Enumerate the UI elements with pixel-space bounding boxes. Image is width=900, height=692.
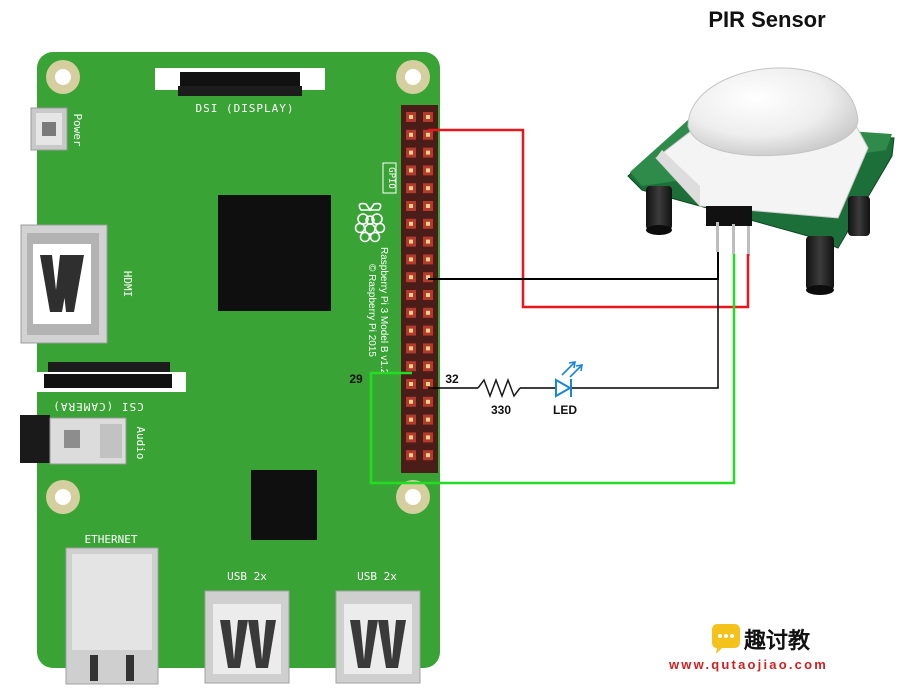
gpio-pin-contact [426,310,430,315]
gpio-pin-contact [409,275,413,280]
chat-bubble-icon [712,624,740,654]
dsi-label: DSI (DISPLAY) [195,102,294,115]
power-connector [30,107,68,151]
gpio-pin-contact [409,328,413,333]
gpio-pin-contact [409,186,413,191]
gpio-pin-contact [426,293,430,297]
gpio-pin-contact [409,399,413,404]
model-text: Raspberry Pi 3 Model B v1.2 [378,247,389,375]
gpio-pin-contact [426,417,430,422]
gpio-pin-contact [426,435,430,440]
gpio-pin-contact [409,132,413,137]
gpio-pin-contact [409,364,413,369]
soc-chip [218,195,331,311]
gpio-pin-contact [409,417,413,422]
pcb [37,52,440,668]
gpio-pins [406,112,433,461]
gpio-pin-contact [426,168,430,173]
usb2-label: USB 2x [357,570,397,583]
raspberry-pi-board: DSI (DISPLAY) Power HDMI CSI (CAMERA) [20,52,440,685]
hdmi-connector [20,224,108,344]
gpio-pin-contact [426,382,430,386]
gpio-pin-contact [426,399,430,404]
usb-port-2 [335,590,421,684]
hdmi-label: HDMI [121,271,134,298]
ethernet-port [65,547,159,685]
resistor-symbol [477,377,521,399]
gpio-pin-contact [426,328,430,333]
gpio-label-box [382,162,397,194]
audio-label: Audio [134,426,147,459]
power-label: Power [71,113,84,146]
gpio-pin-contact [426,186,430,191]
raspberry-logo-icon [354,202,386,243]
watermark: 趣讨教 www.qutaojiao.com [668,624,828,672]
gpio-pin-contact [426,132,430,137]
gpio-pin-contact [426,204,430,208]
wire-vcc [428,128,750,309]
gpio-pin-contact [426,257,430,262]
gpio-label: GPIO [386,167,396,189]
gpio-pin-contact [426,364,430,369]
gpio-pin-contact [409,310,413,315]
led-icon [555,361,583,398]
mounting-holes [46,60,430,514]
gpio-pin-contact [409,168,413,173]
gpio-pin-contact [426,239,430,244]
usb1-label: USB 2x [227,570,267,583]
wire-led-gnd [572,279,719,389]
gpio-pin-contact [426,346,430,351]
pin29-label: 29 [349,372,363,386]
gpio-pin-contact [409,150,413,155]
pir-sensor-title: PIR Sensor [708,7,826,32]
pir-sensor [627,67,895,295]
copyright-text: © Raspberry Pi 2015 [366,264,377,357]
gpio-pin-contact [409,382,413,386]
csi-label: CSI (CAMERA) [52,400,143,413]
wire-signal [369,254,736,485]
gpio-pin-contact [409,221,413,226]
gpio-pin-contact [409,115,413,119]
gpio-pin-contact [426,150,430,155]
fresnel-dome [687,67,859,157]
wires [369,128,750,485]
gpio-pin-contact [409,239,413,244]
gpio-pin-contact [409,453,413,458]
ethernet-label: ETHERNET [85,533,138,546]
gpio-pin-contact [409,293,413,297]
capacitor-right [806,196,870,295]
capacitor-left [646,186,672,235]
dsi-connector [155,68,325,96]
pir-header [706,206,752,256]
lan-chip [251,470,317,540]
pin32-label: 32 [445,372,459,386]
audio-jack [20,415,127,465]
csi-connector [28,362,186,392]
wire-gnd [428,252,719,280]
gpio-pin-contact [409,257,413,262]
gpio-pin-contact [409,435,413,440]
watermark-url: www.qutaojiao.com [668,657,828,672]
usb-port-1 [204,590,290,684]
gpio-pin-contact [426,115,430,119]
watermark-name: 趣讨教 [743,628,811,653]
led-label: LED [553,403,577,417]
gpio-pin-contact [426,221,430,226]
gpio-pin-contact [426,275,430,280]
gpio-pin-contact [426,453,430,458]
gpio-pin-contact [409,346,413,351]
resistor-label: 330 [491,403,511,417]
gpio-pin-contact [409,204,413,208]
